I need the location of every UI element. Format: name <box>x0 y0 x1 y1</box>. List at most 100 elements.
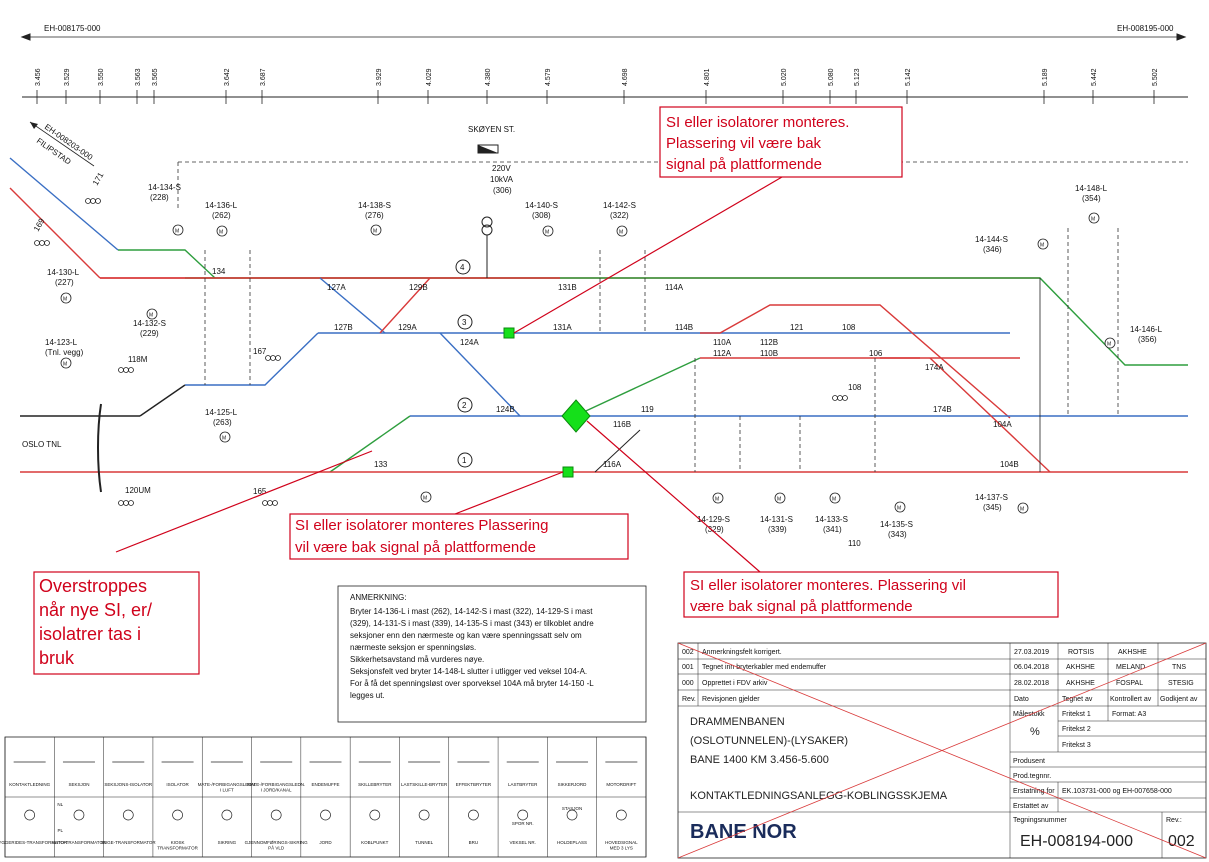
signal-label: 167 <box>253 347 267 356</box>
rev-value: 002 <box>1168 833 1195 850</box>
section-label: 104A <box>993 420 1012 429</box>
motor-drive-icon <box>1017 502 1029 514</box>
legend-label: MOTORDRIFT <box>606 782 636 787</box>
legend-label: SKILLEBRYTER <box>358 782 392 787</box>
callout-text: SI eller isolatorer monteres. <box>666 114 849 131</box>
switch-label[interactable]: 14-130-L <box>47 268 80 277</box>
section-label: 174B <box>933 405 952 414</box>
callout-text: når nye SI, er/ <box>39 600 152 620</box>
switch-label[interactable]: 14-136-L <box>205 201 238 210</box>
legend-label: PÅ VLD <box>268 845 285 851</box>
drawing-number-label: Tegningsnummer <box>1013 817 1067 824</box>
motor-drive-mark: M <box>1040 243 1044 249</box>
switch-label[interactable]: 14-131-S <box>760 515 793 524</box>
legend-label: LASTSKILLE-BRYTER <box>401 782 448 787</box>
ref-right[interactable]: EH-008195-000 <box>1117 24 1174 33</box>
section-label: 129A <box>398 323 417 332</box>
legend-label: BRYGGERIDES-TRANSFORMATOR <box>0 840 68 845</box>
remarks-line: For å få det spenningsløst over sporveks… <box>350 679 594 688</box>
legend-symbol <box>172 809 183 821</box>
switch-label[interactable]: 14-129-S <box>697 515 730 524</box>
legend-label: GJENNOMFØRINGS-SIKRING <box>245 840 309 845</box>
km-tick-label: 5.442 <box>1091 68 1098 86</box>
rev-checked: MELAND <box>1116 664 1145 671</box>
legend-label: EFFEKTBRYTER <box>456 782 492 787</box>
switch-label[interactable]: 14-137-S <box>975 493 1008 502</box>
switch-label[interactable]: 14-134-S <box>148 183 181 192</box>
motor-drive-mark: M <box>63 297 67 303</box>
legend-symbol <box>517 809 529 821</box>
rev-date: 27.03.2019 <box>1014 649 1049 656</box>
place-oslo-tnl: OSLO TNL <box>22 440 62 449</box>
signal-label: 110 <box>848 539 861 548</box>
km-tick-label: 3.642 <box>224 68 231 86</box>
switch-mast: (329) <box>705 525 724 534</box>
motor-drive-icon <box>146 308 158 320</box>
legend-label: ENDEMUFFE <box>312 782 340 787</box>
switch-label[interactable]: 14-123-L <box>45 338 78 347</box>
remarks-line: seksjoner enn den nærmeste og kan være s… <box>350 631 582 640</box>
legend-label: KOBLPUNKT <box>361 840 389 845</box>
legend-label: SUGE-TRANSFORMATOR <box>101 840 157 845</box>
km-tick-label: 5.142 <box>905 68 912 86</box>
legend-label: AUTO-TRANSFORMATOR <box>52 840 107 845</box>
switch-label[interactable]: 14-133-S <box>815 515 848 524</box>
switch-mast: (345) <box>983 503 1002 512</box>
legend-label: LASTBRYTER <box>508 782 538 787</box>
motor-drive-mark: M <box>545 230 549 236</box>
motor-drive-icon <box>60 292 72 304</box>
rev-date: 06.04.2018 <box>1014 664 1049 671</box>
motor-drive-mark: M <box>63 362 67 368</box>
switch-label[interactable]: 14-144-S <box>975 235 1008 244</box>
rev-header: Tegnet av <box>1062 696 1093 703</box>
motor-drive-mark: M <box>373 229 377 235</box>
producer-label: Produsent <box>1013 758 1045 765</box>
section-label: 116B <box>613 420 631 429</box>
motor-drive-icon <box>829 492 841 504</box>
title-line: BANE 1400 KM 3.456-5.600 <box>690 754 829 766</box>
motor-drive-icon <box>420 491 432 503</box>
signals: 171 169 118M 167 120UM 165 108 110 <box>32 170 862 548</box>
switch-label[interactable]: 14-132-S <box>133 319 166 328</box>
legend-symbol <box>73 809 85 821</box>
switch-label[interactable]: 14-138-S <box>358 201 391 210</box>
km-tick-label: 5.080 <box>828 68 835 86</box>
track-number: 3 <box>462 318 467 327</box>
section-label: 108 <box>842 323 856 332</box>
legend-label: KONTAKTLEDNING <box>9 782 50 787</box>
rev-text: Anmerkningsfelt korrigert. <box>702 649 782 656</box>
legend-label: I JORD/KANAL <box>261 788 292 793</box>
motor-drive-mark: M <box>777 497 781 503</box>
section-labels: 134 127A 129B 127B 129A 124A 124B 131B 1… <box>212 267 1019 469</box>
rev-number: 002 <box>682 649 694 656</box>
switch-label[interactable]: 14-140-S <box>525 201 558 210</box>
replaces-value: EK.103731-000 og EH-007658-000 <box>1062 788 1172 795</box>
callout-text: SI eller isolatorer monteres Plassering <box>295 517 548 534</box>
rev-header: Revisjonen gjelder <box>702 696 760 703</box>
switch-label[interactable]: 14-146-L <box>1130 325 1163 334</box>
switch-label[interactable]: 14-135-S <box>880 520 913 529</box>
section-label: 106 <box>869 349 883 358</box>
tracks <box>9 157 1188 473</box>
remarks-line: (329), 14-131-S i mast (339), 14-135-S i… <box>350 619 594 628</box>
legend-label: TUNNEL <box>415 840 433 845</box>
section-label: 116A <box>603 460 622 469</box>
callout-text: signal på plattformende <box>666 156 822 173</box>
transformer-icon <box>481 216 493 278</box>
switch-label[interactable]: 14-125-L <box>205 408 238 417</box>
legend-label: MATE-/FORBIGANGSLEDN. <box>247 782 305 787</box>
km-tick-label: 4.698 <box>622 68 629 86</box>
ref-left[interactable]: EH-008175-000 <box>44 24 101 33</box>
km-tick-label: 5.020 <box>781 68 788 86</box>
switch-label[interactable]: 14-148-L <box>1075 184 1108 193</box>
switch-mast: (339) <box>768 525 787 534</box>
callout-top: SI eller isolatorer monteres. Plassering… <box>513 106 903 334</box>
section-label: 131A <box>553 323 572 332</box>
legend-sublabel: NL <box>57 802 63 807</box>
switch-label[interactable]: 14-142-S <box>603 201 636 210</box>
rev-number: 001 <box>682 664 694 671</box>
fritekst: Fritekst 2 <box>1062 726 1091 733</box>
rev-header: Kontrollert av <box>1110 696 1152 703</box>
